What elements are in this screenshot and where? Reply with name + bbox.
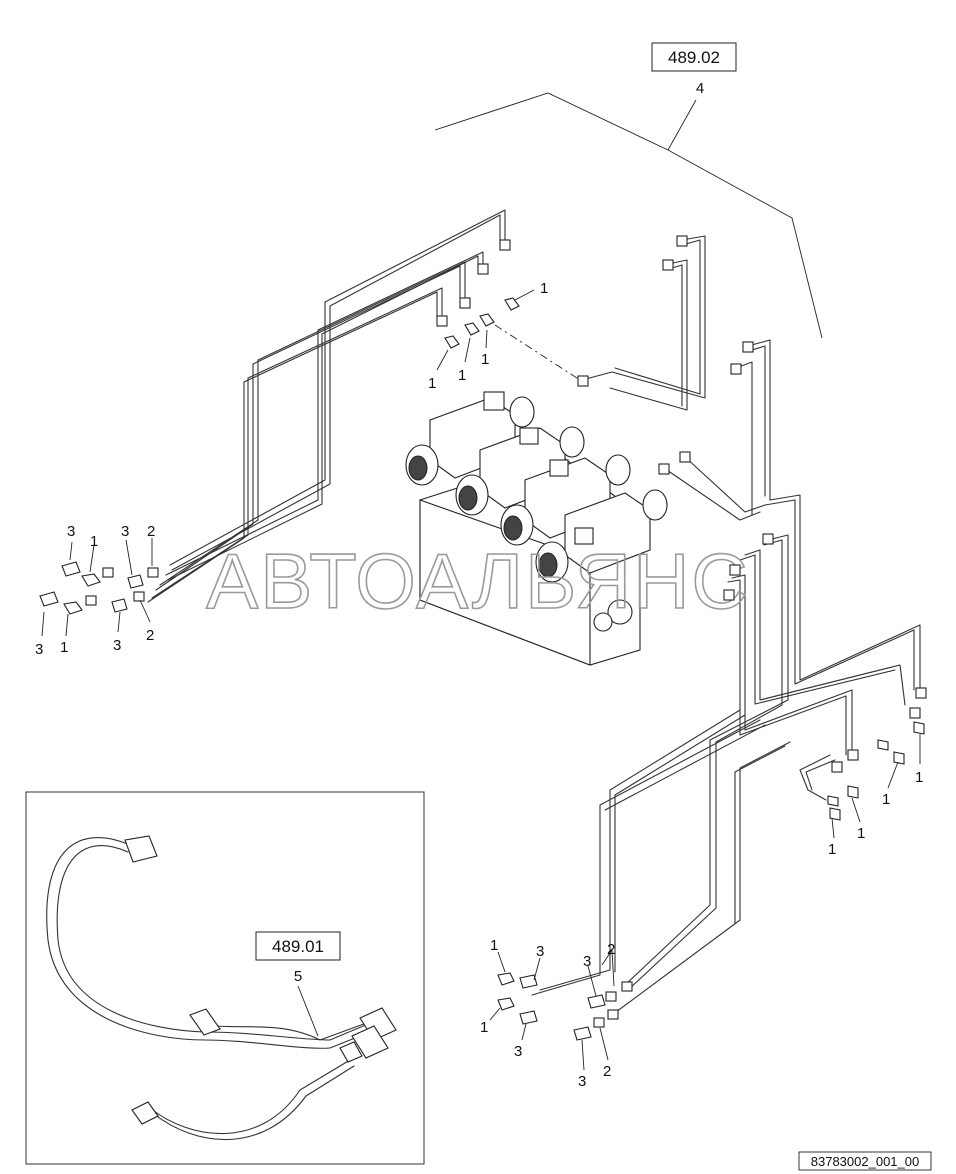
- callout-label: 2: [147, 523, 155, 540]
- inset-panel: 489.01 5: [25, 791, 425, 1165]
- callout-label: 3: [121, 523, 129, 540]
- callout-label: 1: [915, 769, 923, 786]
- item-number-top: 4: [696, 80, 704, 97]
- callout-label: 1: [458, 367, 466, 384]
- callout-label: 1: [540, 280, 548, 297]
- callout-label: 1: [90, 533, 98, 550]
- fittings: [39, 235, 927, 1041]
- callout-label: 1: [490, 937, 498, 954]
- callout-label: 1: [60, 639, 68, 656]
- callout-label: 2: [603, 1063, 611, 1080]
- callout-label: 1: [828, 841, 836, 858]
- watermark-text: АВТОАЛЬЯНС: [206, 537, 750, 625]
- reference-number-top: 489.02: [668, 48, 720, 67]
- callout-label: 2: [607, 941, 615, 958]
- valve-block: [405, 391, 668, 666]
- callout-label: 1: [857, 825, 865, 842]
- item-number-inset: 5: [294, 968, 302, 985]
- callout-label: 3: [35, 641, 43, 658]
- callout-label: 1: [428, 375, 436, 392]
- callout-labels: 1 1 1 1 3 1 3 2 3 1 3 2 1 1 1 1 1 3 3 2 …: [35, 280, 923, 1090]
- lower-right-pipe-bundle: [531, 494, 921, 1016]
- assembly-bracket: [434, 92, 823, 339]
- callout-label: 3: [514, 1043, 522, 1060]
- callout-label: 3: [536, 943, 544, 960]
- callout-label: 3: [578, 1073, 586, 1090]
- reference-number-inset: 489.01: [272, 937, 324, 956]
- solenoid-valve-4: [535, 489, 668, 583]
- drawing-code-box: 83783002_001_00: [798, 1151, 932, 1171]
- callout-label: 2: [146, 627, 154, 644]
- callout-leaders: [41, 289, 921, 1071]
- callout-label: 1: [882, 791, 890, 808]
- upper-left-pipe-bundle: [147, 209, 506, 603]
- callout-label: 1: [480, 1019, 488, 1036]
- reference-box-inset[interactable]: 489.01: [255, 931, 341, 961]
- callout-label: 1: [481, 351, 489, 368]
- drawing-code: 83783002_001_00: [811, 1154, 919, 1169]
- reference-box-top[interactable]: 489.02: [651, 42, 737, 72]
- callout-label: 3: [583, 953, 591, 970]
- callout-label: 3: [67, 523, 75, 540]
- callout-label: 3: [113, 637, 121, 654]
